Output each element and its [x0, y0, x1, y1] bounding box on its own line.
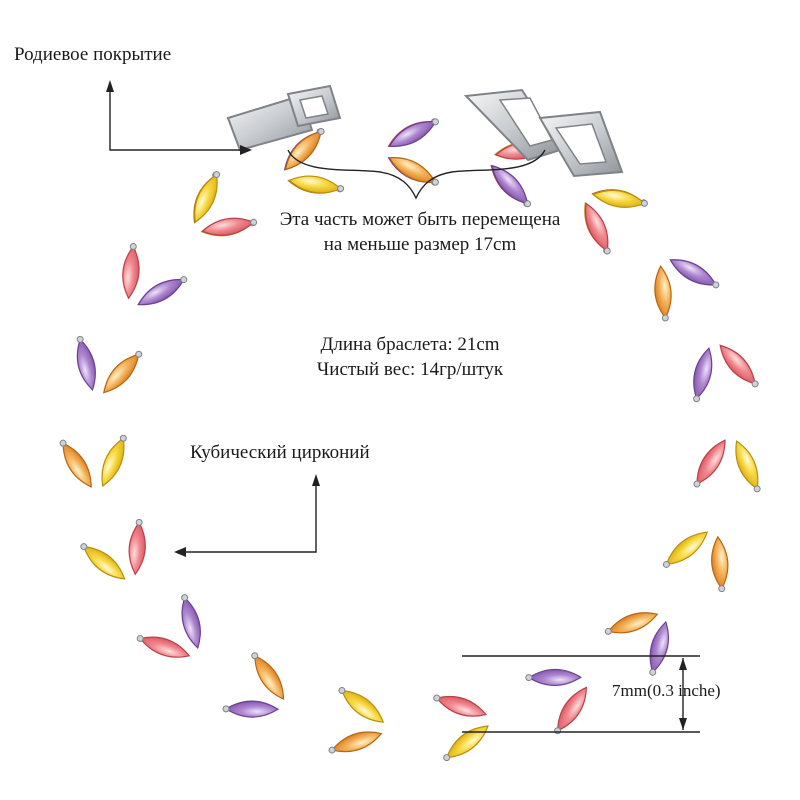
- prong: [751, 380, 759, 388]
- prong: [649, 668, 657, 676]
- gemstone: [101, 437, 125, 488]
- prong: [525, 674, 533, 682]
- gemstone: [669, 259, 717, 286]
- prong: [433, 694, 441, 702]
- gemstone: [693, 347, 713, 400]
- prong: [661, 314, 669, 322]
- adjustable-brace: [287, 149, 546, 200]
- rhodium-arrowhead-right: [240, 145, 252, 155]
- net-weight-text: Чистый вес: 14гр/штук: [316, 358, 504, 380]
- prong: [693, 480, 701, 488]
- gemstone: [62, 442, 92, 488]
- prong: [135, 350, 143, 358]
- prong: [180, 276, 188, 284]
- prong: [718, 585, 726, 593]
- gemstone-ring: [59, 118, 761, 762]
- gemstone: [137, 278, 185, 306]
- prong: [129, 242, 137, 250]
- prong: [251, 652, 259, 660]
- gemstone: [76, 338, 96, 391]
- gemstone: [122, 245, 140, 300]
- adjustable-length-note: Эта часть может быть перемещена на меньш…: [200, 208, 640, 257]
- gemstone: [330, 731, 383, 753]
- rhodium-pointer-line: [109, 88, 242, 151]
- prong: [136, 635, 144, 643]
- zirconia-pointer-line: [182, 482, 317, 553]
- gemstone: [128, 521, 146, 576]
- adjustable-note-line-1: Эта часть может быть перемещена: [279, 209, 561, 230]
- prong: [76, 335, 84, 343]
- prong: [662, 560, 670, 568]
- gemstone: [224, 700, 280, 718]
- gemstone: [181, 596, 201, 650]
- zirconia-arrowhead: [312, 474, 320, 486]
- gemstone: [388, 157, 437, 183]
- adjustable-note-line-2: на меньше размер 17cm: [323, 233, 517, 255]
- gemstone: [649, 620, 669, 674]
- cubic-zirconia-label: Кубический цирконий: [190, 442, 370, 463]
- prong: [554, 727, 562, 735]
- rhodium-plating-label: Родиевое покрытие: [14, 44, 172, 65]
- prong: [119, 434, 127, 442]
- prong: [317, 127, 325, 135]
- width-arrowhead-bottom: [679, 718, 687, 730]
- width-dimension-label: 7mm(0.3 inche): [612, 681, 721, 700]
- gemstone: [435, 695, 488, 717]
- prong: [753, 485, 761, 493]
- prong: [431, 178, 439, 186]
- gemstone: [527, 668, 582, 687]
- prong: [524, 200, 532, 208]
- gemstone: [735, 440, 759, 490]
- prong: [222, 705, 230, 713]
- width-arrowhead-top: [679, 658, 687, 670]
- prong: [712, 281, 720, 289]
- annotation-lines: [106, 80, 700, 733]
- prong: [604, 627, 612, 635]
- prong: [135, 518, 143, 526]
- gemstone: [139, 636, 191, 658]
- zirconia-arrowhead-left: [174, 547, 186, 557]
- prong: [693, 395, 701, 403]
- gemstone: [711, 535, 729, 590]
- prong: [59, 439, 67, 447]
- prong: [640, 199, 648, 207]
- bracelet-length-text: Длина браслета: 21cm: [320, 334, 500, 355]
- gemstone: [288, 175, 342, 194]
- prong: [337, 185, 345, 193]
- prong: [338, 686, 346, 694]
- gemstone: [696, 439, 726, 485]
- prong: [431, 118, 439, 126]
- spec-block: Длина браслета: 21cm Чистый вес: 14гр/шт…: [240, 333, 580, 382]
- gemstone: [654, 265, 672, 320]
- prong: [250, 218, 258, 226]
- clasp: [226, 84, 624, 178]
- prong: [181, 594, 189, 602]
- prong: [328, 746, 336, 754]
- prong: [213, 171, 221, 179]
- gemstone: [607, 612, 659, 634]
- prong: [80, 543, 88, 551]
- prong: [443, 754, 451, 762]
- rhodium-arrowhead: [106, 80, 114, 92]
- prong: [603, 247, 611, 255]
